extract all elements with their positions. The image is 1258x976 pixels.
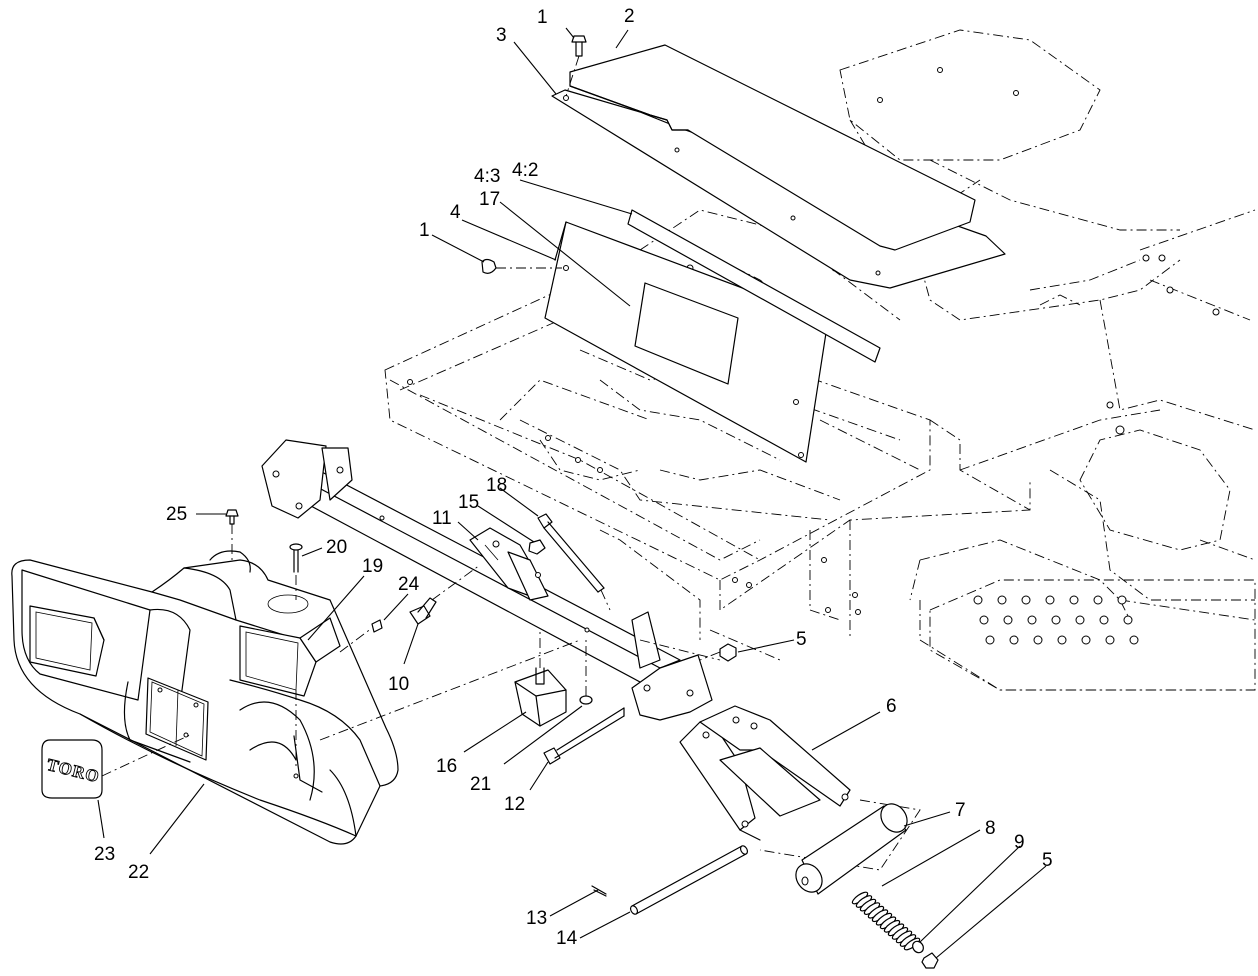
callout-17: 17 bbox=[479, 189, 500, 210]
footplate-hole bbox=[1021, 595, 1031, 605]
pin-14 bbox=[629, 845, 749, 915]
callout-9: 9 bbox=[1014, 832, 1025, 853]
headlamp-19 bbox=[239, 617, 341, 697]
callout-8: 8 bbox=[985, 818, 996, 839]
callout-16: 16 bbox=[436, 756, 457, 777]
callout-6: 6 bbox=[886, 696, 897, 717]
left-bracket bbox=[261, 439, 353, 519]
screw-1-left bbox=[481, 258, 562, 274]
callout-3: 3 bbox=[496, 25, 507, 46]
decal-17 bbox=[634, 282, 739, 385]
screw-1-top bbox=[565, 35, 587, 97]
callout-7: 7 bbox=[955, 800, 966, 821]
callout-25: 25 bbox=[166, 504, 187, 525]
footplate-hole bbox=[1075, 615, 1085, 625]
bracket-11 bbox=[469, 527, 549, 601]
callout-1-top: 1 bbox=[537, 7, 548, 28]
footplate-hole bbox=[1129, 635, 1139, 645]
footplate-hole bbox=[979, 615, 989, 625]
footplate bbox=[929, 579, 1256, 691]
callout-21: 21 bbox=[470, 774, 491, 795]
footplate-hole bbox=[985, 635, 995, 645]
screw-25 bbox=[225, 509, 239, 560]
callout-15: 15 bbox=[458, 492, 479, 513]
footplate-hole bbox=[1003, 615, 1013, 625]
callout-4-3: 4:3 bbox=[474, 166, 500, 187]
callout-10: 10 bbox=[388, 674, 409, 695]
callout-14: 14 bbox=[556, 928, 578, 949]
footplate-hole bbox=[1009, 635, 1019, 645]
bolt-12 bbox=[543, 707, 625, 765]
footplate-hole bbox=[1123, 615, 1133, 625]
seal-strip-4-2 bbox=[627, 209, 881, 363]
callout-18: 18 bbox=[486, 475, 507, 496]
callout-5-lower: 5 bbox=[1042, 850, 1053, 871]
roller-7 bbox=[795, 803, 908, 895]
toro-decal-23: TORO bbox=[41, 739, 103, 799]
cover-plate-2 bbox=[551, 44, 1006, 289]
callout-23: 23 bbox=[94, 844, 115, 865]
footplate-hole bbox=[1081, 635, 1091, 645]
cotter-pin-13 bbox=[591, 885, 607, 897]
callout-2: 2 bbox=[624, 6, 635, 27]
footplate-hole bbox=[973, 595, 983, 605]
washer-21 bbox=[579, 640, 593, 705]
bumper-stop-16 bbox=[514, 630, 567, 727]
footplate-hole bbox=[1051, 615, 1061, 625]
callout-5-upper: 5 bbox=[796, 629, 807, 650]
bolt-10 bbox=[409, 564, 481, 625]
washer-9 bbox=[912, 940, 924, 954]
right-bracket bbox=[631, 611, 713, 721]
nut-5-upper bbox=[699, 643, 737, 662]
bolt-18 bbox=[537, 513, 611, 611]
leader-lines bbox=[97, 27, 1047, 959]
pivot-bracket-6 bbox=[679, 705, 851, 841]
callout-20: 20 bbox=[326, 537, 347, 558]
spring-8 bbox=[851, 891, 921, 951]
nut-15 bbox=[528, 539, 546, 555]
clip-24 bbox=[371, 619, 383, 633]
footplate-hole bbox=[1117, 595, 1127, 605]
bolt-20 bbox=[289, 543, 303, 770]
callout-11: 11 bbox=[432, 508, 452, 529]
footplate-hole bbox=[1057, 635, 1067, 645]
callout-4-2: 4:2 bbox=[512, 160, 538, 181]
callout-24: 24 bbox=[398, 574, 420, 595]
footplate-hole bbox=[1105, 635, 1115, 645]
footplate-hole bbox=[1045, 595, 1055, 605]
callout-22: 22 bbox=[128, 862, 149, 883]
headlamp-left bbox=[29, 605, 105, 677]
assembly-centerlines bbox=[101, 627, 721, 777]
footplate-hole bbox=[1093, 595, 1103, 605]
front-bumper-22 bbox=[11, 550, 399, 845]
callout-labels: 1 2 3 4:3 4:2 17 4 1 18 15 11 25 20 19 2… bbox=[94, 6, 1053, 949]
callout-13: 13 bbox=[526, 908, 547, 929]
callout-19: 19 bbox=[362, 556, 383, 577]
footplate-hole bbox=[1069, 595, 1079, 605]
nut-5-lower bbox=[921, 952, 939, 969]
footplate-hole bbox=[997, 595, 1007, 605]
callout-1-left: 1 bbox=[419, 220, 430, 241]
footplate-hole bbox=[1033, 635, 1043, 645]
callout-12: 12 bbox=[504, 794, 525, 815]
callout-4: 4 bbox=[450, 202, 461, 223]
footplate-hole bbox=[1099, 615, 1109, 625]
footplate-hole bbox=[1027, 615, 1037, 625]
